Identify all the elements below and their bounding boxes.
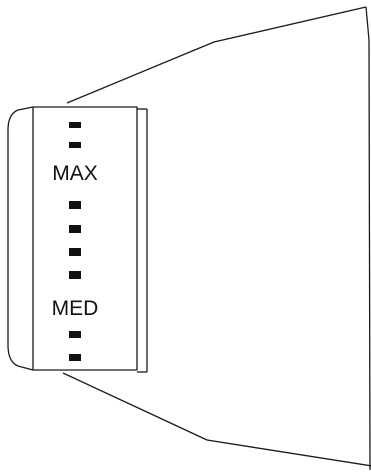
body-outline: [62, 6, 371, 471]
scale-mark: [69, 331, 81, 338]
scale-mark: [69, 122, 81, 128]
scale-mark: [69, 225, 81, 233]
scale-mark: [69, 271, 81, 279]
scale-mark: [69, 354, 81, 361]
body-top-edge: [66, 6, 367, 104]
body-bottom-edge: [62, 372, 371, 467]
med-label: MED: [52, 297, 99, 320]
max-label: MAX: [52, 162, 98, 185]
scale-mark: [69, 248, 81, 256]
scale-mark: [69, 142, 81, 148]
body-right-edge: [365, 6, 371, 471]
scale-mark: [69, 201, 81, 209]
switch-housing: [7, 106, 148, 373]
housing-front-panel: [32, 106, 138, 371]
housing-rounded-back: [7, 106, 34, 371]
speed-scale[interactable]: MAX MED: [52, 122, 99, 361]
